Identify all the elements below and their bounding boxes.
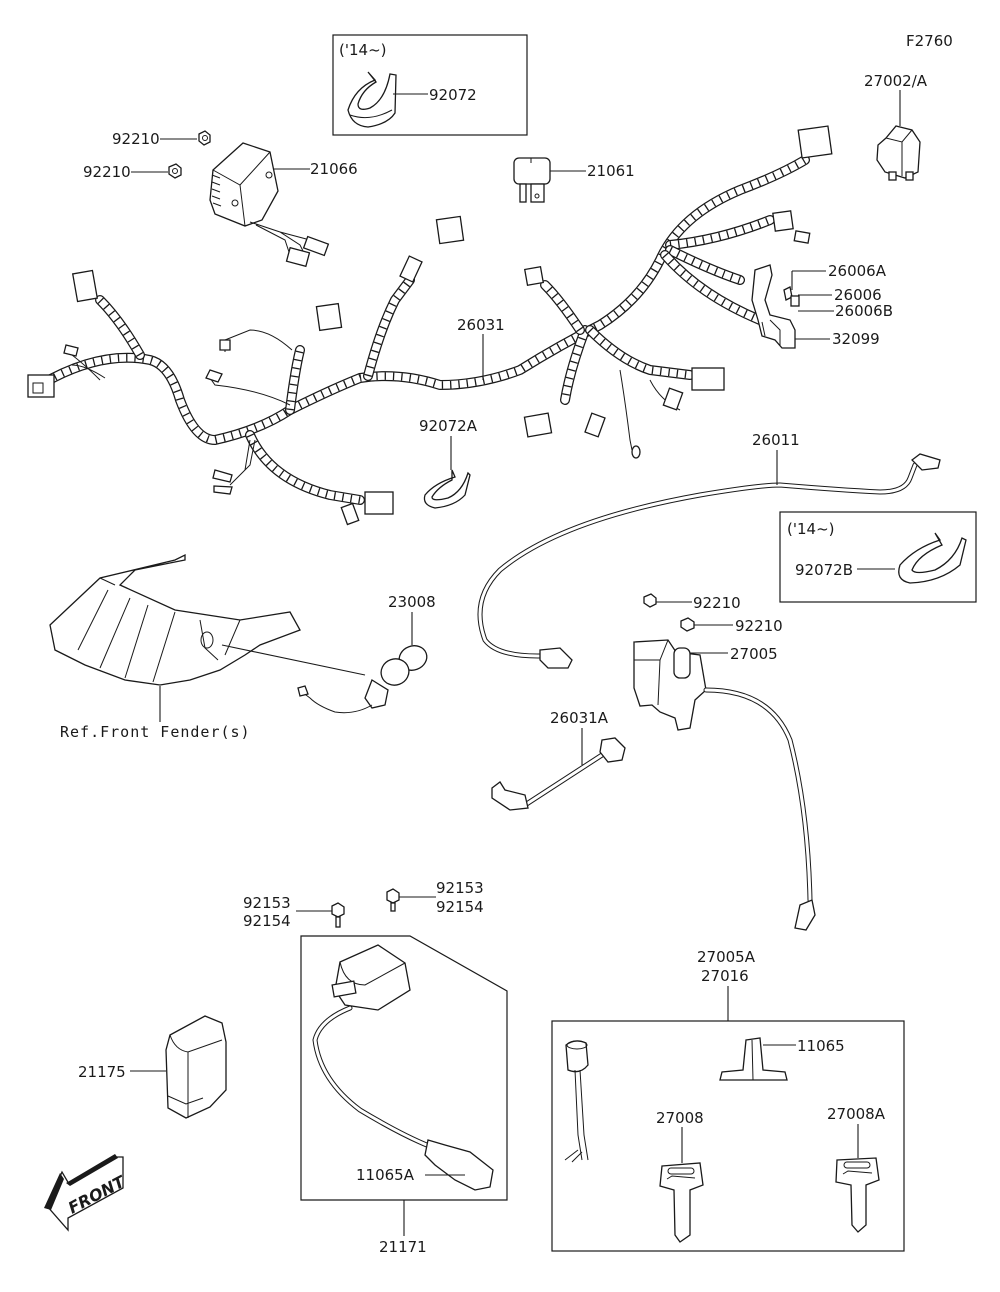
nut-92210-icon[interactable] <box>168 163 182 179</box>
label-26011[interactable]: 26011 <box>752 431 800 449</box>
label-11065[interactable]: 11065 <box>797 1037 845 1055</box>
label-27016[interactable]: 27016 <box>701 967 749 985</box>
nut-92210-icon[interactable] <box>680 617 695 632</box>
inset-box-92072B: ('14~) 92072B <box>779 511 977 603</box>
label-27008A[interactable]: 27008A <box>827 1105 886 1123</box>
label-23008[interactable]: 23008 <box>388 593 436 611</box>
label-21175[interactable]: 21175 <box>78 1063 126 1081</box>
label-92072B[interactable]: 92072B <box>795 561 853 579</box>
label-32099[interactable]: 32099 <box>832 330 880 348</box>
label-27005A[interactable]: 27005A <box>697 948 756 966</box>
main-wiring-harness-26031[interactable] <box>27 125 833 526</box>
turn-signal-23008[interactable] <box>297 642 430 714</box>
key-27008A[interactable] <box>835 1157 880 1233</box>
label-92153[interactable]: 92153 <box>243 894 291 912</box>
label-92210[interactable]: 92210 <box>83 163 131 181</box>
sub-harness-26031A[interactable] <box>491 737 626 811</box>
label-92072[interactable]: 92072 <box>429 86 477 104</box>
nut-92210-icon[interactable] <box>198 130 211 146</box>
ignition-switch-connector <box>794 899 816 931</box>
label-92153[interactable]: 92153 <box>436 879 484 897</box>
label-27005[interactable]: 27005 <box>730 645 778 663</box>
label-92210[interactable]: 92210 <box>735 617 783 635</box>
relay-21061[interactable] <box>513 157 551 203</box>
fuse-box-32099[interactable] <box>751 264 796 349</box>
plug-cap-11065A[interactable] <box>424 1139 494 1191</box>
label-21171[interactable]: 21171 <box>379 1238 427 1256</box>
ignition-switch-cable <box>703 687 813 903</box>
label-26006[interactable]: 26006 <box>834 286 882 304</box>
label-92072A[interactable]: 92072A <box>419 417 478 435</box>
key-blank-11065[interactable] <box>719 1037 788 1081</box>
label-92154[interactable]: 92154 <box>243 912 291 930</box>
label-27002A[interactable]: 27002/A <box>864 72 928 90</box>
inset-note: ('14~) <box>339 41 386 59</box>
label-26031A[interactable]: 26031A <box>550 709 609 727</box>
nut-92210-icon[interactable] <box>643 593 657 608</box>
ignition-switch-27005[interactable] <box>633 639 707 731</box>
cdi-unit-21175[interactable] <box>165 1015 227 1119</box>
regulator-rectifier-21066[interactable] <box>209 142 330 268</box>
ignition-coil-box-21171: 11065A <box>300 935 508 1201</box>
label-26031[interactable]: 26031 <box>457 316 505 334</box>
cable-clamp-92072A[interactable] <box>423 469 471 509</box>
label-26006A[interactable]: 26006A <box>828 262 887 280</box>
leader-23008-mount <box>221 644 366 676</box>
label-27008[interactable]: 27008 <box>656 1109 704 1127</box>
battery-cable-26011[interactable] <box>477 453 941 669</box>
label-21061[interactable]: 21061 <box>587 162 635 180</box>
seat-lock-cylinder[interactable] <box>564 1040 589 1163</box>
front-direction-arrow-icon: FRONT <box>44 1154 129 1232</box>
inset-box-92072: ('14~) 92072 <box>332 34 528 136</box>
reference-front-fender[interactable]: Ref.Front Fender(s) <box>60 723 251 741</box>
cable-clamp-92072B[interactable] <box>898 532 967 584</box>
key-set-box-27005A: 11065 27008 27008A <box>551 1020 905 1252</box>
label-26006B[interactable]: 26006B <box>835 302 893 320</box>
label-21066[interactable]: 21066 <box>310 160 358 178</box>
label-11065A[interactable]: 11065A <box>356 1166 415 1184</box>
bolt-92153-icon[interactable] <box>386 888 400 912</box>
label-92210[interactable]: 92210 <box>112 130 160 148</box>
front-fender-reference <box>49 553 301 686</box>
relay-27002A[interactable] <box>876 125 921 181</box>
cable-clamp-92072[interactable] <box>347 71 397 128</box>
figure-code: F2760 <box>906 32 953 50</box>
key-27008[interactable] <box>659 1162 704 1243</box>
fuse-26006[interactable] <box>783 286 800 307</box>
inset-note: ('14~) <box>787 520 834 538</box>
ignition-coil-21171[interactable] <box>312 944 443 1153</box>
bolt-92153-icon[interactable] <box>331 902 345 928</box>
label-92210[interactable]: 92210 <box>693 594 741 612</box>
label-92154[interactable]: 92154 <box>436 898 484 916</box>
